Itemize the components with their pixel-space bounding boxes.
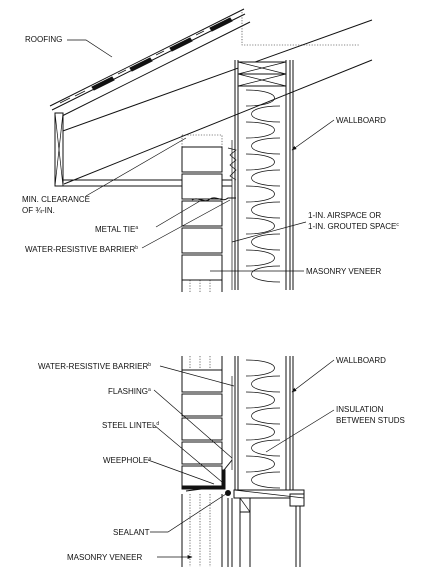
wrb-label-bottom: WATER-RESISTIVE BARRIERb (38, 362, 151, 371)
wall-framing-bottom (231, 356, 294, 497)
airspace-label-2: 1-IN. GROUTED SPACEc (308, 222, 399, 231)
insulation-label: INSULATION (336, 405, 384, 414)
masonry-veneer-top (181, 134, 223, 292)
wrb-label-top: WATER-RESISTIVE BARRIERb (25, 245, 138, 254)
wallboard-label-bottom: WALLBOARD (336, 356, 386, 365)
flashing-label: FLASHINGa (108, 387, 151, 396)
labels-bottom: WATER-RESISTIVE BARRIERb WALLBOARD FLASH… (38, 356, 405, 562)
top-detail: ROOFING WALLBOARD MIN. CLEARANCE OF ¾-IN… (22, 8, 399, 292)
insulation-loop-path (245, 359, 281, 489)
bottom-detail: WATER-RESISTIVE BARRIERb WALLBOARD FLASH… (38, 356, 405, 567)
wall-framing-top (231, 60, 294, 290)
min-clearance-label: MIN. CLEARANCE (22, 195, 90, 204)
masonry-veneer-label-bottom: MASONRY VENEER (67, 553, 143, 562)
roof-assembly (49, 8, 373, 187)
min-clearance-label-2: OF ¾-IN. (22, 206, 55, 215)
roofing-shingles (49, 8, 245, 107)
sealant-label: SEALANT (113, 528, 150, 537)
airspace-label: 1-IN. AIRSPACE OR (308, 211, 381, 220)
wallboard-label-top: WALLBOARD (336, 116, 386, 125)
insulation-label-2: BETWEEN STUDS (336, 416, 405, 425)
metal-tie-label: METAL TIEa (95, 225, 138, 234)
sealant (225, 490, 231, 496)
insulation-top (245, 89, 281, 283)
flashing (185, 459, 233, 492)
masonry-veneer-bottom (181, 356, 223, 567)
metal-tie (191, 197, 236, 202)
insulation-bottom (245, 359, 281, 489)
steel-lintel-label: STEEL LINTELd (102, 421, 159, 430)
window-head (227, 489, 305, 567)
insulation-loop-path (245, 89, 281, 283)
roofing-label: ROOFING (25, 35, 62, 44)
labels-top: ROOFING WALLBOARD MIN. CLEARANCE OF ¾-IN… (22, 35, 399, 276)
masonry-veneer-label-top: MASONRY VENEER (306, 267, 382, 276)
weephole-label: WEEPHOLEa (103, 456, 151, 465)
